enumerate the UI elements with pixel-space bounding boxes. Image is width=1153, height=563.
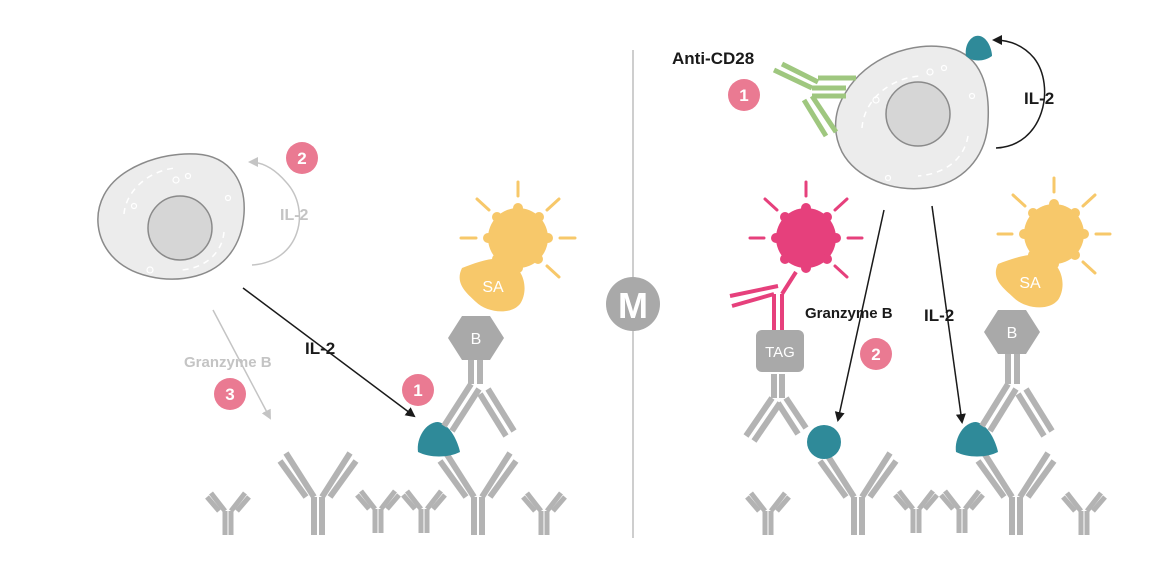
left-detection-antibody bbox=[441, 350, 517, 438]
right-granzyme-capture-antibody bbox=[820, 453, 896, 535]
left-antibody-5 bbox=[523, 493, 565, 535]
right-il2-capture-antibody bbox=[978, 453, 1054, 535]
right-il2-arrow bbox=[931, 205, 966, 424]
right-antibody-3 bbox=[941, 491, 983, 533]
svg-text:SA: SA bbox=[1019, 275, 1041, 292]
left-granzyme-label: Granzyme B bbox=[184, 354, 272, 371]
svg-text:TAG: TAG bbox=[765, 344, 795, 361]
left-antibody-1 bbox=[207, 493, 249, 535]
right-granzyme-arrow bbox=[834, 209, 885, 422]
svg-text:2: 2 bbox=[871, 345, 880, 364]
right-badge-2: 2 bbox=[860, 338, 892, 370]
right-secreted-il2-marker bbox=[965, 35, 992, 61]
right-streptavidin: SA bbox=[995, 254, 1063, 308]
svg-text:B: B bbox=[1007, 325, 1018, 342]
left-badge-2: 2 bbox=[286, 142, 318, 174]
svg-text:2: 2 bbox=[297, 149, 306, 168]
right-nucleus bbox=[885, 81, 951, 147]
right-antibody-4 bbox=[1063, 493, 1105, 535]
left-il2-capture-marker bbox=[417, 422, 460, 457]
center-logo: M bbox=[606, 277, 660, 331]
left-il2-arrow bbox=[242, 287, 416, 418]
right-badge-1: 1 bbox=[728, 79, 760, 111]
right-anti-cd28-antibody bbox=[772, 61, 856, 138]
right-anti-cd28-label: Anti-CD28 bbox=[672, 49, 754, 68]
right-il2-loop-arrow bbox=[992, 35, 1046, 149]
left-nucleus bbox=[147, 195, 213, 261]
right-detection-antibody bbox=[979, 352, 1055, 438]
right-tag-box: TAG bbox=[756, 330, 804, 372]
right-il2-capture-marker bbox=[955, 422, 998, 457]
right-biotin: B bbox=[984, 310, 1040, 354]
left-badge-1: 1 bbox=[402, 374, 434, 406]
logo-letter: M bbox=[618, 285, 648, 326]
left-il2-loop-arrow bbox=[248, 157, 301, 266]
left-il2-loop-label: IL-2 bbox=[280, 207, 309, 224]
left-streptavidin: SA bbox=[459, 258, 525, 312]
right-granzyme-capture-marker bbox=[807, 425, 841, 459]
left-antibody-2 bbox=[280, 453, 356, 535]
right-tag-detection-antibody bbox=[743, 374, 809, 443]
right-antibody-2 bbox=[895, 491, 937, 533]
left-antibody-3 bbox=[357, 491, 399, 533]
left-il2-arrow-label: IL-2 bbox=[305, 339, 335, 358]
right-granzyme-label: Granzyme B bbox=[805, 305, 893, 322]
right-il2-arrow-label: IL-2 bbox=[924, 306, 954, 325]
right-panel: Anti-CD28 1 IL-2 Granzyme B 2 IL-2 bbox=[672, 35, 1112, 535]
right-tag-fluorophore-burst bbox=[748, 180, 864, 279]
svg-text:1: 1 bbox=[413, 381, 422, 400]
svg-text:1: 1 bbox=[739, 86, 748, 105]
right-fluorophore-burst bbox=[996, 176, 1112, 275]
left-panel: IL-2 2 IL-2 1 Granzyme B 3 bbox=[97, 142, 577, 535]
left-biotin: B bbox=[448, 316, 504, 360]
right-tag-linker bbox=[729, 270, 798, 330]
left-badge-3: 3 bbox=[214, 378, 246, 410]
right-il2-loop-label: IL-2 bbox=[1024, 89, 1054, 108]
svg-text:3: 3 bbox=[225, 385, 234, 404]
left-capture-antibody bbox=[440, 453, 516, 535]
left-fluorophore-burst bbox=[459, 180, 577, 279]
left-t-cell bbox=[97, 153, 245, 280]
right-t-cell bbox=[834, 45, 990, 190]
right-antibody-1 bbox=[747, 493, 789, 535]
left-antibody-4 bbox=[403, 491, 445, 533]
svg-text:B: B bbox=[471, 331, 482, 348]
left-granzyme-arrow bbox=[212, 309, 271, 420]
svg-text:SA: SA bbox=[482, 279, 504, 296]
